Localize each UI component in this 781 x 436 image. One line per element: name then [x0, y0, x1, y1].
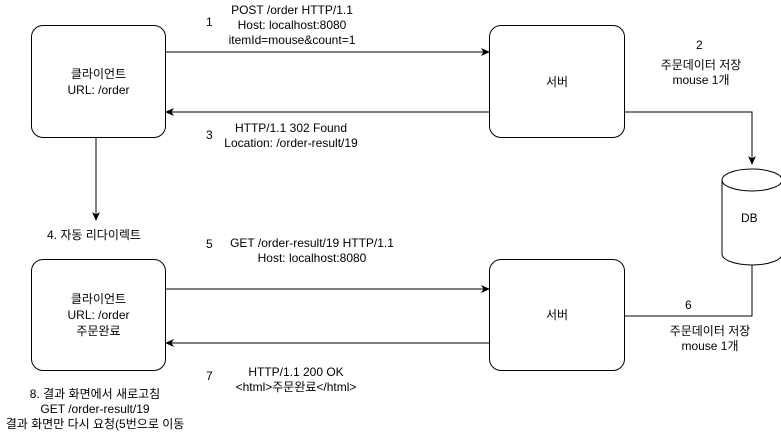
step7-label: HTTP/1.1 200 OK <html>주문완료</html> [226, 365, 366, 395]
step1-label: POST /order HTTP/1.1 Host: localhost:808… [212, 3, 372, 48]
client-box-bottom-status: 주문완료 [76, 324, 121, 338]
step3-label: HTTP/1.1 302 Found Location: /order-resu… [218, 121, 364, 151]
step8-line1: 8. 결과 화면에서 새로고침 [29, 387, 161, 401]
step7-line1: HTTP/1.1 200 OK [248, 365, 344, 379]
server-box-bottom-label: 서버 [545, 308, 569, 322]
step5-line1: GET /order-result/19 HTTP/1.1 [230, 236, 394, 250]
step8-label: 8. 결과 화면에서 새로고침 GET /order-result/19 결과 … [2, 387, 188, 432]
db-cylinder [721, 168, 781, 266]
step1-line2: Host: localhost:8080 [237, 18, 347, 32]
step2-label: 주문데이터 저장 mouse 1개 [654, 58, 748, 88]
step6-number: 6 [685, 298, 692, 312]
client-box-bottom-url: URL: /order [67, 308, 130, 322]
step5-line2: Host: localhost:8080 [257, 251, 367, 265]
step1-line1: POST /order HTTP/1.1 [231, 3, 353, 17]
step7-line2: <html>주문완료</html> [235, 380, 357, 394]
server-box-top-label: 서버 [545, 74, 569, 89]
arrow-step2-save [625, 111, 756, 165]
step2-number: 2 [696, 38, 703, 52]
arrow-step6-save [625, 249, 756, 317]
step8-line3: 결과 화면만 다시 요청(5번으로 이동 [5, 417, 185, 431]
step3-line2: Location: /order-result/19 [224, 136, 358, 150]
step5-number: 5 [206, 237, 213, 251]
step6-line1: 주문데이터 저장 [669, 324, 751, 338]
step1-number: 1 [206, 15, 213, 29]
step4-label: 4. 자동 리다이렉트 [47, 228, 141, 242]
step2-line1: 주문데이터 저장 [660, 58, 742, 72]
client-box-bottom-title: 클라이언트 [70, 292, 127, 306]
server-box-top: 서버 [489, 25, 625, 138]
step8-line2: GET /order-result/19 [40, 402, 150, 416]
step3-number: 3 [206, 128, 213, 142]
step7-number: 7 [206, 369, 213, 383]
step1-line3: itemId=mouse&count=1 [228, 33, 356, 47]
db-label: DB [741, 211, 758, 225]
client-box-top: 클라이언트 URL: /order [31, 25, 166, 138]
step6-line2: mouse 1개 [681, 339, 739, 353]
server-box-bottom: 서버 [489, 259, 625, 371]
client-box-bottom: 클라이언트 URL: /order 주문완료 [31, 259, 166, 371]
step3-line1: HTTP/1.1 302 Found [234, 121, 348, 135]
step6-label: 주문데이터 저장 mouse 1개 [663, 324, 757, 354]
step5-label: GET /order-result/19 HTTP/1.1 Host: loca… [224, 236, 400, 266]
client-box-top-url: URL: /order [67, 82, 130, 97]
step2-line2: mouse 1개 [672, 73, 730, 87]
client-box-top-title: 클라이언트 [70, 66, 127, 81]
